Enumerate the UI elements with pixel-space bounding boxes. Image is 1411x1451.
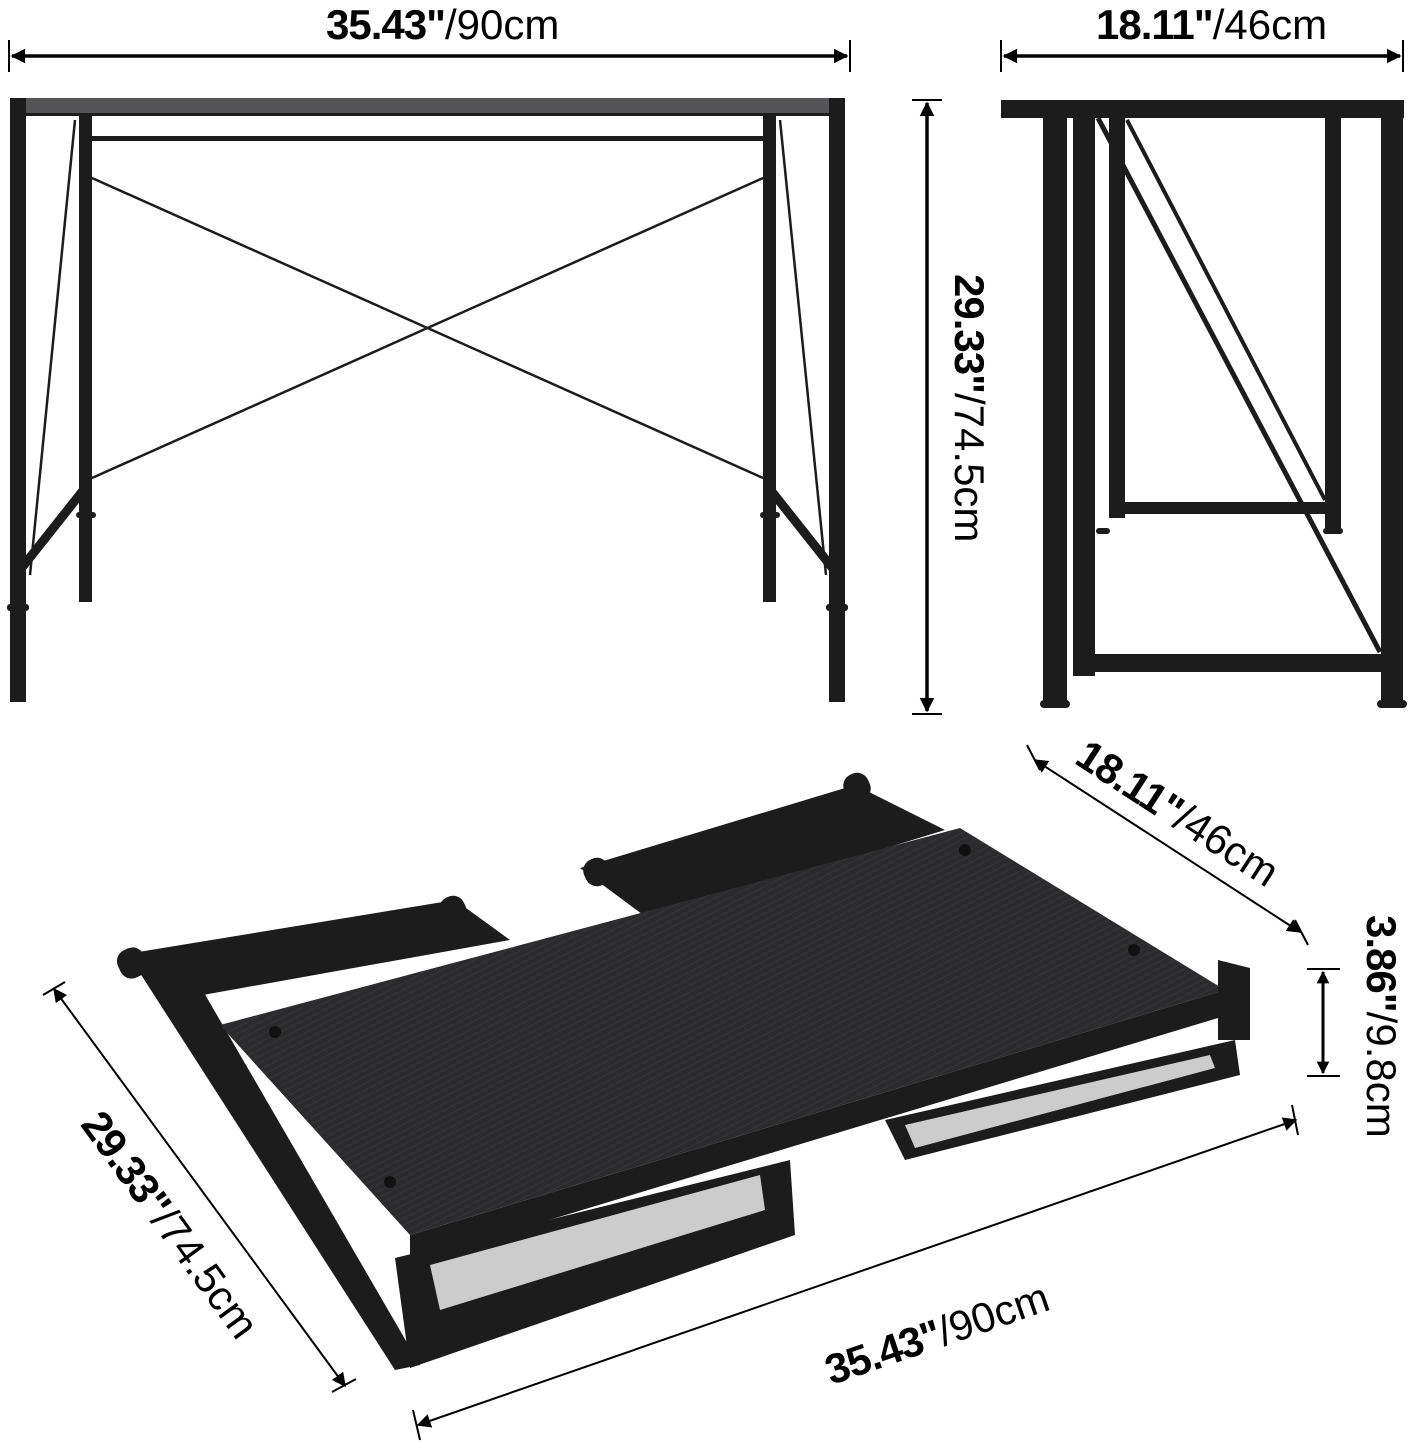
side-height-metric: /74.5cm <box>946 393 993 543</box>
side-depth-dimension-arrow <box>1000 40 1404 72</box>
side-height-imperial: 29.33" <box>946 274 993 394</box>
front-view <box>7 40 851 702</box>
front-width-imperial: 35.43" <box>326 1 446 48</box>
height-dimension-arrow <box>912 99 942 715</box>
folded-depth-dimension-arrow <box>1026 744 1309 946</box>
front-width-dimension-arrow <box>8 40 851 72</box>
front-outer-leg-left <box>10 98 26 702</box>
side-depth-imperial: 18.11" <box>1096 1 1214 48</box>
front-desktop <box>10 98 842 115</box>
front-inner-leg-right <box>763 116 776 602</box>
front-outer-leg-right <box>829 98 845 702</box>
folded-thickness-dimension-arrow <box>1307 968 1340 1077</box>
folded-thickness-imperial: 3.86" <box>1358 915 1405 1012</box>
side-view <box>1000 40 1407 708</box>
front-width-label: 35.43"/90cm <box>326 4 559 46</box>
folded-length-dimension-arrow <box>42 981 357 1393</box>
folded-width-dimension-arrow <box>412 1104 1299 1441</box>
side-depth-label: 18.11"/46cm <box>1096 4 1327 46</box>
front-width-metric: /90cm <box>445 1 560 48</box>
folded-thickness-metric: /9.8cm <box>1358 1011 1405 1138</box>
folded-thickness-label: 3.86"/9.8cm <box>1358 915 1405 1138</box>
side-depth-metric: /46cm <box>1212 1 1328 48</box>
front-inner-leg-left <box>79 116 92 602</box>
side-height-label: 29.33"/74.5cm <box>946 274 993 543</box>
folded-view <box>42 744 1340 1441</box>
